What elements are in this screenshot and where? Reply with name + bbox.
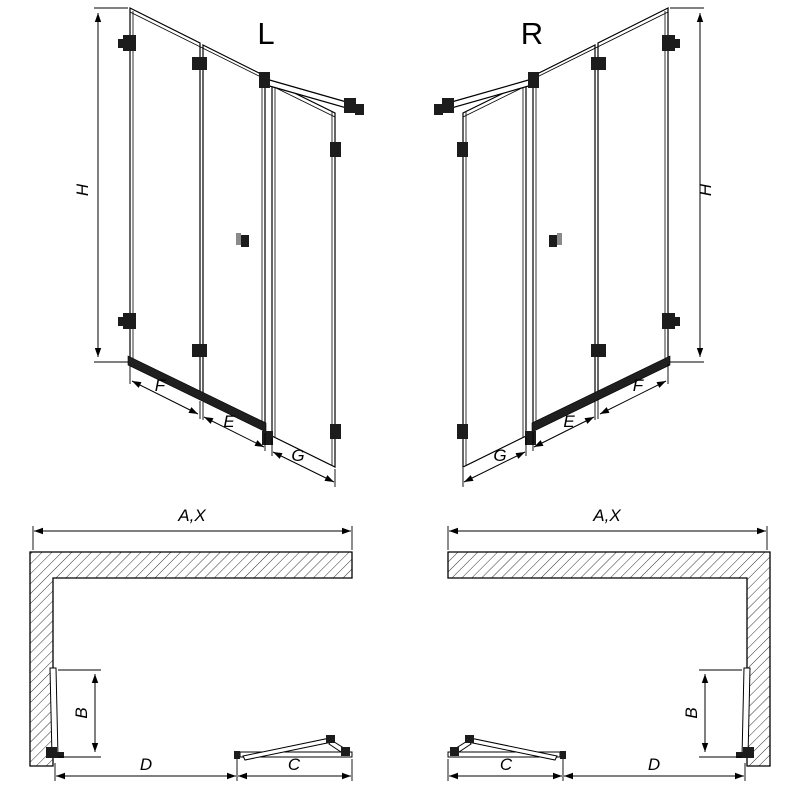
hinge-top	[591, 57, 606, 70]
variant-label-left: L	[257, 16, 274, 51]
dim-label-f: F	[155, 376, 167, 395]
glass-door-panel-1	[129, 7, 201, 399]
wall-bracket-top	[123, 35, 136, 51]
dim-label-d: D	[648, 755, 660, 774]
brace-connector-inner	[528, 72, 539, 88]
edge-clamp-top	[330, 142, 341, 157]
dim-d-left: D	[54, 755, 238, 781]
fold-hinge	[326, 735, 335, 743]
side-panel-foot	[57, 752, 64, 758]
dim-e-left: E	[202, 402, 266, 451]
dim-line-e	[203, 416, 265, 448]
dim-label-e: E	[223, 412, 235, 431]
bottom-pivot	[525, 431, 536, 445]
dim-line-g	[463, 451, 526, 483]
dim-line-f	[599, 380, 667, 415]
door-knob-plate	[557, 233, 562, 245]
dim-label-f: F	[633, 376, 645, 395]
iso-view-right: R H	[434, 7, 715, 487]
glass-top-edge-line	[129, 11, 266, 80]
edge-clamp-top	[457, 142, 468, 157]
glass-fixed-panel	[271, 81, 336, 468]
wall-bracket-bottom	[123, 313, 136, 329]
glass-door-panel-2	[202, 44, 266, 432]
fold-hinge	[465, 735, 474, 743]
brace-wall-mount	[434, 104, 443, 115]
dim-line-g	[272, 451, 335, 483]
fold-bracket	[450, 747, 459, 756]
dim-d-right: D	[564, 755, 746, 781]
dim-f-left: F	[129, 366, 201, 419]
dim-depth-left: B	[58, 669, 101, 758]
dim-c-right: C	[447, 755, 564, 781]
variant-label-right: R	[521, 16, 543, 51]
brace-connector-inner	[259, 72, 270, 88]
side-panel-pivot	[743, 747, 754, 758]
bottom-pivot	[262, 431, 273, 445]
glass-door-panel-1	[597, 7, 669, 399]
edge-clamp-bottom	[457, 424, 468, 439]
dim-line-e	[533, 416, 595, 448]
depth-dim-label: B	[72, 707, 91, 718]
height-dim-label: H	[696, 183, 715, 196]
wall-bracket-bottom-arm	[118, 317, 124, 326]
glass-fixed-panel	[462, 81, 527, 468]
brace-connector-outer	[344, 98, 356, 113]
floor-guide	[560, 751, 566, 759]
width-dim-label: A,X	[592, 506, 621, 525]
glass-top-edge-line	[462, 85, 527, 118]
dim-width-right: A,X	[447, 506, 768, 550]
hatched-wall	[29, 551, 353, 767]
dim-label-d: D	[140, 755, 152, 774]
brace-connector-outer	[442, 98, 454, 113]
floor-guide	[234, 751, 240, 759]
hinge-bottom	[192, 344, 207, 357]
plan-view-left: A,X B D C	[29, 506, 353, 781]
hinge-top	[192, 57, 207, 70]
dim-c-left: C	[238, 755, 353, 781]
door-knob	[241, 235, 249, 247]
wall-bracket-bottom	[662, 313, 675, 329]
dim-g-right: G	[462, 437, 527, 487]
iso-view-left: L H	[73, 7, 364, 487]
hinge-bottom	[591, 344, 606, 357]
plan-view-right: A,X B C D	[447, 506, 771, 781]
wall-bracket-top-arm	[674, 39, 680, 48]
dim-height-right: H	[670, 7, 715, 363]
height-dim-label: H	[73, 183, 92, 196]
glass-top-edge-line	[271, 85, 336, 118]
dim-line-f	[131, 380, 199, 415]
glass-door-panel-2	[532, 44, 596, 432]
dim-label-g: G	[493, 446, 506, 465]
dim-f-right: F	[597, 364, 669, 419]
door-knob-plate	[236, 233, 241, 245]
edge-clamp-bottom	[330, 424, 341, 439]
wall-bracket-bottom-arm	[674, 317, 680, 326]
dim-label-g: G	[291, 446, 304, 465]
glass-top-edge-line	[532, 11, 669, 80]
fold-bracket	[341, 747, 350, 756]
wall-bracket-top	[662, 35, 675, 51]
width-dim-label: A,X	[177, 506, 206, 525]
dim-label-c: C	[288, 755, 301, 774]
dim-label-c: C	[500, 755, 513, 774]
door-knob	[549, 235, 557, 247]
dim-height-left: H	[73, 7, 128, 363]
side-panel-pivot	[46, 747, 57, 758]
side-panel-plan	[741, 667, 751, 758]
side-panel-plan	[49, 667, 59, 758]
wall-bracket-top-arm	[118, 39, 124, 48]
dim-depth-right: B	[682, 669, 742, 758]
hatched-wall	[447, 551, 771, 767]
side-panel-foot	[736, 752, 743, 758]
dim-label-e: E	[563, 412, 575, 431]
dim-width-left: A,X	[32, 506, 353, 550]
dim-e-right: E	[532, 401, 596, 451]
depth-dim-label: B	[682, 707, 701, 718]
dim-g-left: G	[271, 438, 336, 487]
brace-wall-mount	[355, 104, 364, 115]
